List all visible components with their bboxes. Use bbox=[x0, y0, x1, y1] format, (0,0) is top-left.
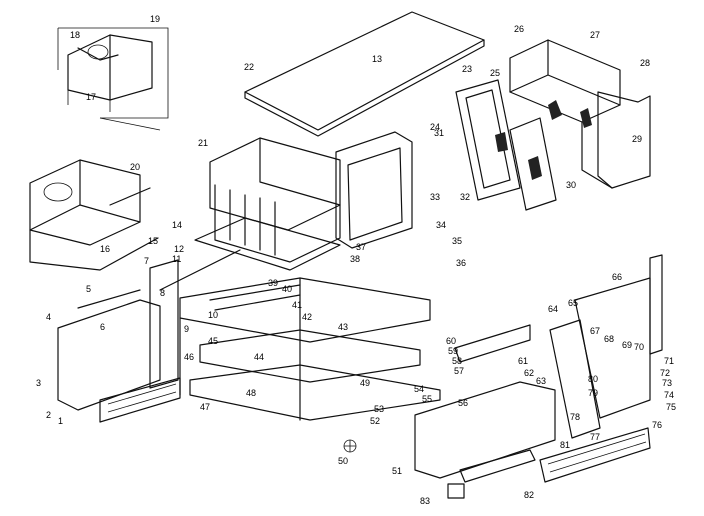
part-label-56: 56 bbox=[458, 398, 468, 408]
part-label-54: 54 bbox=[414, 384, 424, 394]
part-label-64: 64 bbox=[548, 304, 558, 314]
part-label-42: 42 bbox=[302, 312, 312, 322]
part-label-14: 14 bbox=[172, 220, 182, 230]
part-label-77: 77 bbox=[590, 432, 600, 442]
part-label-39: 39 bbox=[268, 278, 278, 288]
part-label-25: 25 bbox=[490, 68, 500, 78]
part-label-67: 67 bbox=[590, 326, 600, 336]
part-label-46: 46 bbox=[184, 352, 194, 362]
part-label-44: 44 bbox=[254, 352, 264, 362]
part-label-17: 17 bbox=[86, 92, 96, 102]
part-label-37: 37 bbox=[356, 242, 366, 252]
part-label-50: 50 bbox=[338, 456, 348, 466]
part-label-5: 5 bbox=[86, 284, 91, 294]
part-label-10: 10 bbox=[208, 310, 218, 320]
part-label-18: 18 bbox=[70, 30, 80, 40]
part-label-36: 36 bbox=[456, 258, 466, 268]
part-label-80: 80 bbox=[588, 374, 598, 384]
part-label-73: 73 bbox=[662, 378, 672, 388]
part-label-70: 70 bbox=[634, 342, 644, 352]
side-plate bbox=[335, 131, 413, 249]
part-label-53: 53 bbox=[374, 404, 384, 414]
part-label-4: 4 bbox=[46, 312, 51, 322]
part-label-31: 31 bbox=[434, 128, 444, 138]
part-label-82: 82 bbox=[524, 490, 534, 500]
part-label-55: 55 bbox=[422, 394, 432, 404]
fastener-parts bbox=[343, 439, 357, 453]
part-label-72: 72 bbox=[660, 368, 670, 378]
part-label-65: 65 bbox=[568, 298, 578, 308]
part-label-75: 75 bbox=[666, 402, 676, 412]
part-label-68: 68 bbox=[604, 334, 614, 344]
part-label-35: 35 bbox=[452, 236, 462, 246]
part-label-6: 6 bbox=[100, 322, 105, 332]
part-label-9: 9 bbox=[184, 324, 189, 334]
part-label-8: 8 bbox=[160, 288, 165, 298]
part-label-3: 3 bbox=[36, 378, 41, 388]
part-label-60: 60 bbox=[446, 336, 456, 346]
part-label-83: 83 bbox=[420, 496, 430, 506]
left-housing bbox=[29, 159, 159, 271]
part-label-22: 22 bbox=[244, 62, 254, 72]
inset-detail bbox=[57, 27, 169, 131]
part-label-52: 52 bbox=[370, 416, 380, 426]
part-label-32: 32 bbox=[460, 192, 470, 202]
part-label-76: 76 bbox=[652, 420, 662, 430]
part-label-74: 74 bbox=[664, 390, 674, 400]
part-label-66: 66 bbox=[612, 272, 622, 282]
top-panel bbox=[244, 11, 485, 137]
part-label-38: 38 bbox=[350, 254, 360, 264]
part-label-79: 79 bbox=[588, 388, 598, 398]
part-label-26: 26 bbox=[514, 24, 524, 34]
part-label-15: 15 bbox=[148, 236, 158, 246]
part-label-12: 12 bbox=[174, 244, 184, 254]
part-label-62: 62 bbox=[524, 368, 534, 378]
part-label-57: 57 bbox=[454, 366, 464, 376]
part-label-19: 19 bbox=[150, 14, 160, 24]
central-chassis bbox=[159, 137, 341, 291]
part-label-51: 51 bbox=[392, 466, 402, 476]
part-label-33: 33 bbox=[430, 192, 440, 202]
part-label-69: 69 bbox=[622, 340, 632, 350]
part-label-43: 43 bbox=[338, 322, 348, 332]
part-label-24: 24 bbox=[430, 122, 440, 132]
part-label-11: 11 bbox=[172, 254, 181, 264]
part-label-49: 49 bbox=[360, 378, 370, 388]
right-front bbox=[414, 254, 663, 499]
part-label-1: 1 bbox=[58, 416, 63, 426]
part-label-2: 2 bbox=[46, 410, 51, 420]
part-label-71: 71 bbox=[664, 356, 674, 366]
part-label-27: 27 bbox=[590, 30, 600, 40]
part-label-40: 40 bbox=[282, 284, 292, 294]
part-label-41: 41 bbox=[292, 300, 302, 310]
part-label-61: 61 bbox=[518, 356, 528, 366]
part-label-30: 30 bbox=[566, 180, 576, 190]
part-label-58: 58 bbox=[452, 356, 462, 366]
part-label-34: 34 bbox=[436, 220, 446, 230]
side-unit bbox=[455, 39, 651, 211]
part-label-78: 78 bbox=[570, 412, 580, 422]
part-label-23: 23 bbox=[462, 64, 472, 74]
base-frame bbox=[179, 277, 441, 421]
part-label-81: 81 bbox=[560, 440, 570, 450]
part-label-7: 7 bbox=[144, 256, 149, 266]
part-label-47: 47 bbox=[200, 402, 210, 412]
part-label-29: 29 bbox=[632, 134, 642, 144]
part-label-21: 21 bbox=[198, 138, 208, 148]
part-label-48: 48 bbox=[246, 388, 256, 398]
part-label-16: 16 bbox=[100, 244, 110, 254]
part-label-28: 28 bbox=[640, 58, 650, 68]
part-label-20: 20 bbox=[130, 162, 140, 172]
part-label-63: 63 bbox=[536, 376, 546, 386]
part-label-45: 45 bbox=[208, 336, 218, 346]
part-label-59: 59 bbox=[448, 346, 458, 356]
part-label-13: 13 bbox=[372, 54, 382, 64]
left-front bbox=[57, 259, 181, 423]
